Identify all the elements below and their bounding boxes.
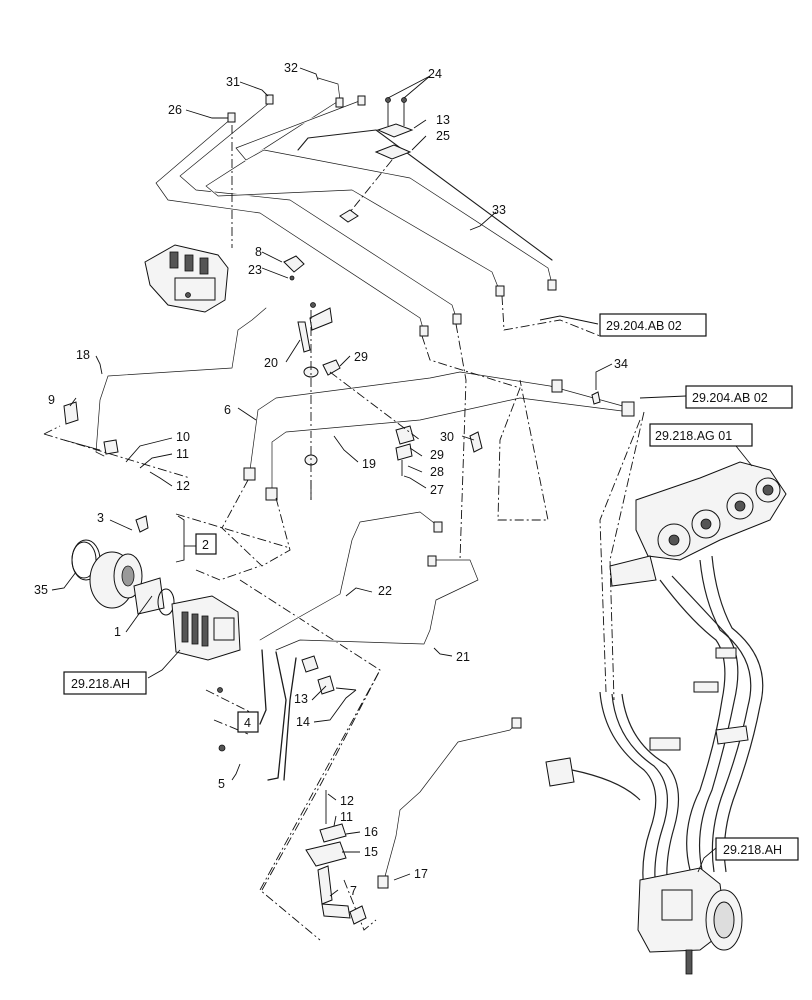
hoses-right bbox=[545, 555, 764, 891]
callout-25: 25 bbox=[436, 129, 450, 143]
pump-assembly-right bbox=[609, 461, 787, 587]
callout-10: 10 bbox=[176, 430, 190, 444]
dash-guides bbox=[43, 295, 645, 941]
callout-29b: 29 bbox=[430, 448, 444, 462]
callout-18: 18 bbox=[76, 348, 90, 362]
callout-16: 16 bbox=[364, 825, 378, 839]
callout-labels: 1 3 5 6 7 8 9 10 11 12 13 13 14 15 16 17… bbox=[34, 61, 628, 898]
callout-24: 24 bbox=[428, 67, 442, 81]
callout-5: 5 bbox=[218, 777, 225, 791]
callout-31: 31 bbox=[226, 75, 240, 89]
control-valve-upper bbox=[144, 125, 233, 313]
reference-29-218-ag01[interactable]: 29.218.AG 01 bbox=[649, 423, 753, 447]
callout-27: 27 bbox=[430, 483, 444, 497]
reference-29-204-ab02-lower[interactable]: 29.204.AB 02 bbox=[685, 385, 793, 409]
reference-label[interactable]: 29.218.AH bbox=[71, 677, 130, 691]
callout-3: 3 bbox=[97, 511, 104, 525]
middle-tubes-6-19 bbox=[243, 370, 635, 501]
callout-19: 19 bbox=[362, 457, 376, 471]
callout-12a: 12 bbox=[176, 479, 190, 493]
callout-13b: 13 bbox=[294, 692, 308, 706]
upper-tube-bundle bbox=[154, 76, 557, 337]
tube-18 bbox=[63, 306, 268, 458]
boxed-callout-2: 2 bbox=[195, 533, 217, 555]
callout-21: 21 bbox=[456, 650, 470, 664]
callout-11a: 11 bbox=[176, 447, 189, 461]
bracket-20 bbox=[297, 302, 341, 500]
callout-9: 9 bbox=[48, 393, 55, 407]
callout-14: 14 bbox=[296, 715, 310, 729]
boxed-callout-4: 4 bbox=[237, 711, 259, 733]
top-clamp-hardware bbox=[339, 97, 414, 223]
callout-29a: 29 bbox=[354, 350, 368, 364]
callout-20: 20 bbox=[264, 356, 278, 370]
callout-17: 17 bbox=[414, 867, 428, 881]
callout-12b: 12 bbox=[340, 794, 354, 808]
reference-label[interactable]: 29.204.AB 02 bbox=[692, 391, 768, 405]
callout-23: 23 bbox=[248, 263, 262, 277]
callout-2: 2 bbox=[202, 538, 209, 552]
callout-35: 35 bbox=[34, 583, 48, 597]
callout-15: 15 bbox=[364, 845, 378, 859]
callout-1: 1 bbox=[114, 625, 121, 639]
callout-22: 22 bbox=[378, 584, 392, 598]
pump-body-bottom-right bbox=[637, 867, 743, 975]
clamp-hardware-27-30 bbox=[329, 371, 483, 476]
valve-assembly-left bbox=[71, 515, 241, 752]
callout-4: 4 bbox=[244, 716, 251, 730]
reference-29-218-ah-left[interactable]: 29.218.AH bbox=[63, 671, 147, 695]
reference-label[interactable]: 29.204.AB 02 bbox=[606, 319, 682, 333]
callout-6: 6 bbox=[224, 403, 231, 417]
callout-33: 33 bbox=[492, 203, 506, 217]
callout-28: 28 bbox=[430, 465, 444, 479]
callout-26: 26 bbox=[168, 103, 182, 117]
tubes-21-22 bbox=[258, 510, 480, 781]
callout-11b: 11 bbox=[340, 810, 353, 824]
clamp-8-23 bbox=[283, 255, 305, 281]
reference-29-204-ab02-upper[interactable]: 29.204.AB 02 bbox=[599, 313, 707, 337]
leader-lines bbox=[51, 67, 753, 897]
callout-8: 8 bbox=[255, 245, 262, 259]
callout-32: 32 bbox=[284, 61, 298, 75]
callout-7: 7 bbox=[350, 884, 357, 898]
reference-label[interactable]: 29.218.AH bbox=[723, 843, 782, 857]
callout-13a: 13 bbox=[436, 113, 450, 127]
reference-29-218-ah-right[interactable]: 29.218.AH bbox=[715, 837, 799, 861]
callout-30: 30 bbox=[440, 430, 454, 444]
tube-17-bottom bbox=[305, 717, 522, 925]
reference-label[interactable]: 29.218.AG 01 bbox=[655, 429, 732, 443]
callout-34: 34 bbox=[614, 357, 628, 371]
